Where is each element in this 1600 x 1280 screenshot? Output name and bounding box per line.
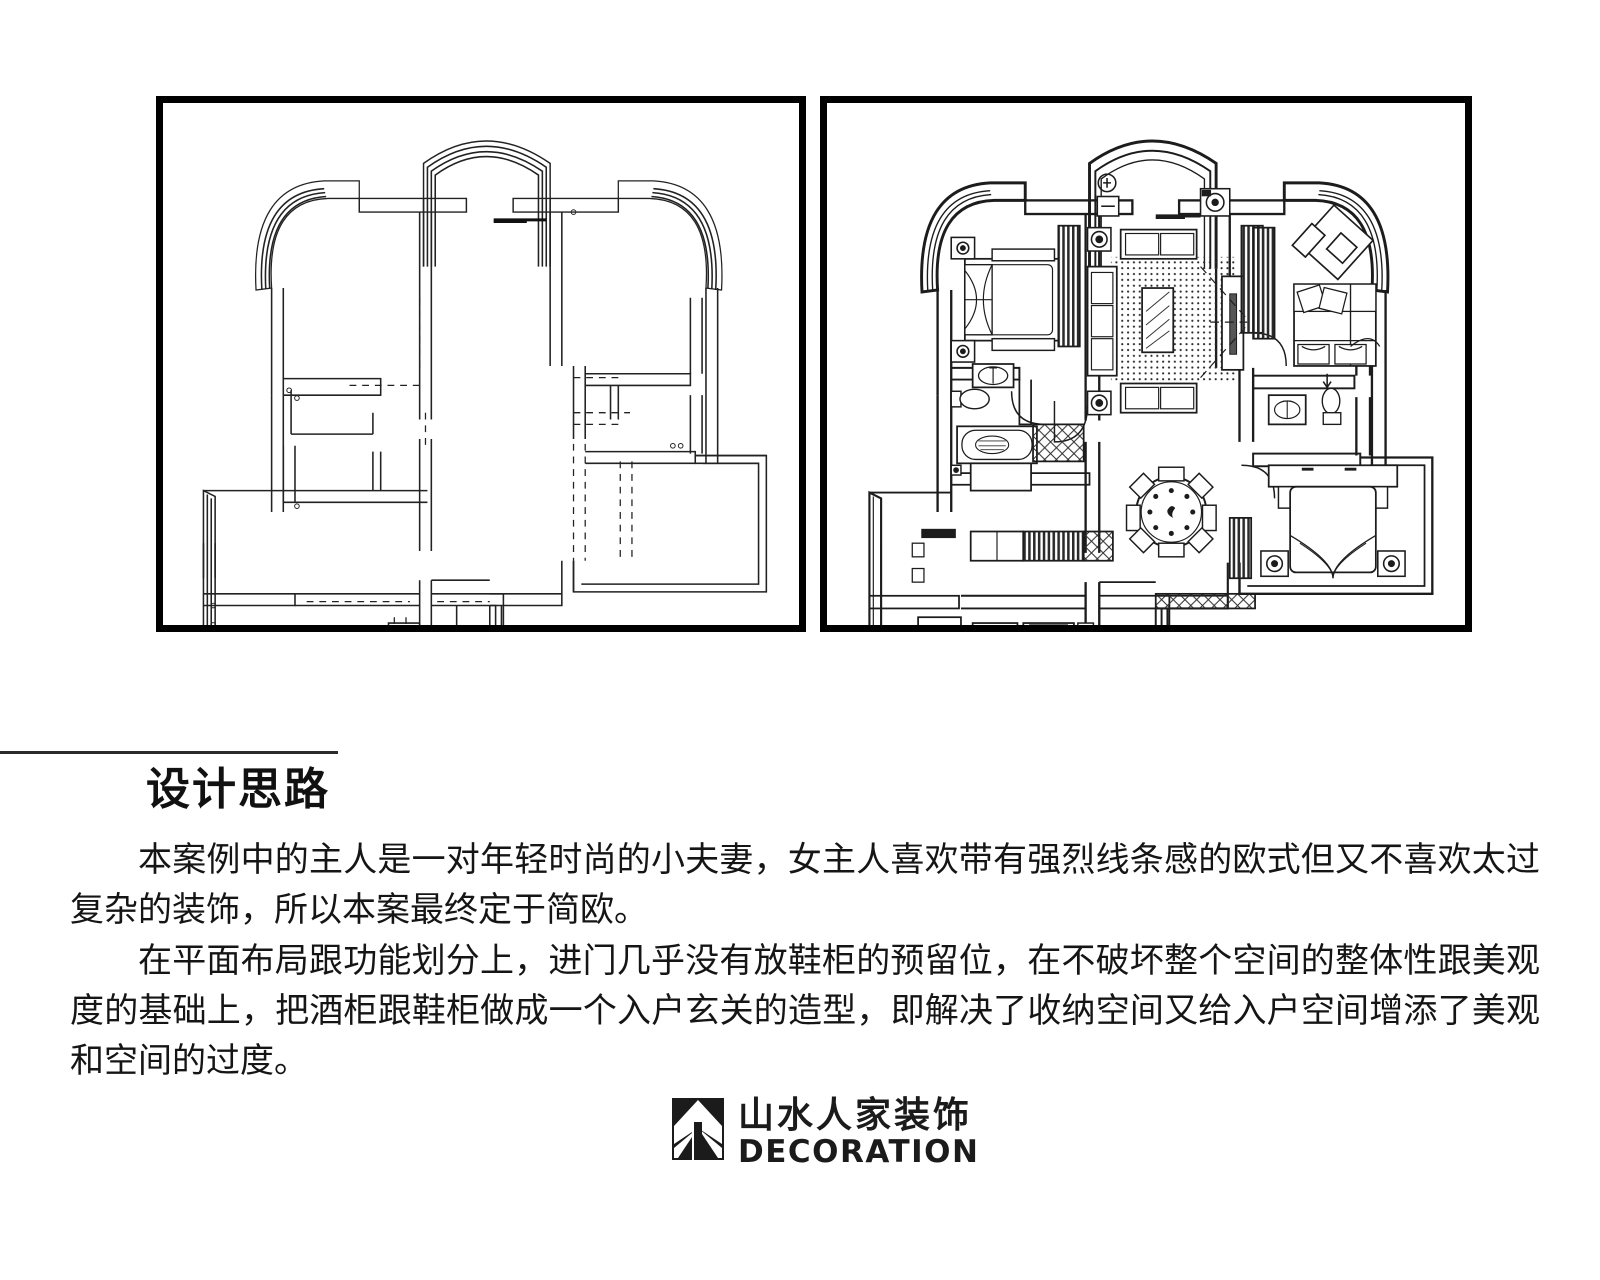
design-concept-text: 本案例中的主人是一对年轻时尚的小夫妻，女主人喜欢带有强烈线条感的欧式但又不喜欢太… xyxy=(70,836,1540,1088)
paragraph-2: 在平面布局跟功能划分上，进门几乎没有放鞋柜的预留位，在不破坏整个空间的整体性跟美… xyxy=(70,941,1540,1081)
paragraph-1: 本案例中的主人是一对年轻时尚的小夫妻，女主人喜欢带有强烈线条感的欧式但又不喜欢太… xyxy=(70,840,1540,930)
logo-chinese-name: 山水人家装饰 xyxy=(738,1095,973,1136)
logo-english-name: DECORATION xyxy=(738,1134,980,1170)
title-rule xyxy=(0,751,338,754)
page-title: 设计思路 xyxy=(146,764,330,815)
company-logo: 山水人家装饰 DECORATION xyxy=(672,1098,979,1168)
original-structure-plan[interactable] xyxy=(156,96,806,632)
furniture-layout-plan[interactable] xyxy=(820,96,1472,632)
furniture-layout-drawing xyxy=(868,139,1434,625)
floor-plans-row xyxy=(156,96,1472,632)
logo-mark-svg xyxy=(672,1098,724,1160)
shanshui-logo-mark-icon xyxy=(672,1098,724,1160)
logo-wordmark: 山水人家装饰 DECORATION xyxy=(738,1098,979,1168)
original-structure-drawing xyxy=(202,140,768,625)
